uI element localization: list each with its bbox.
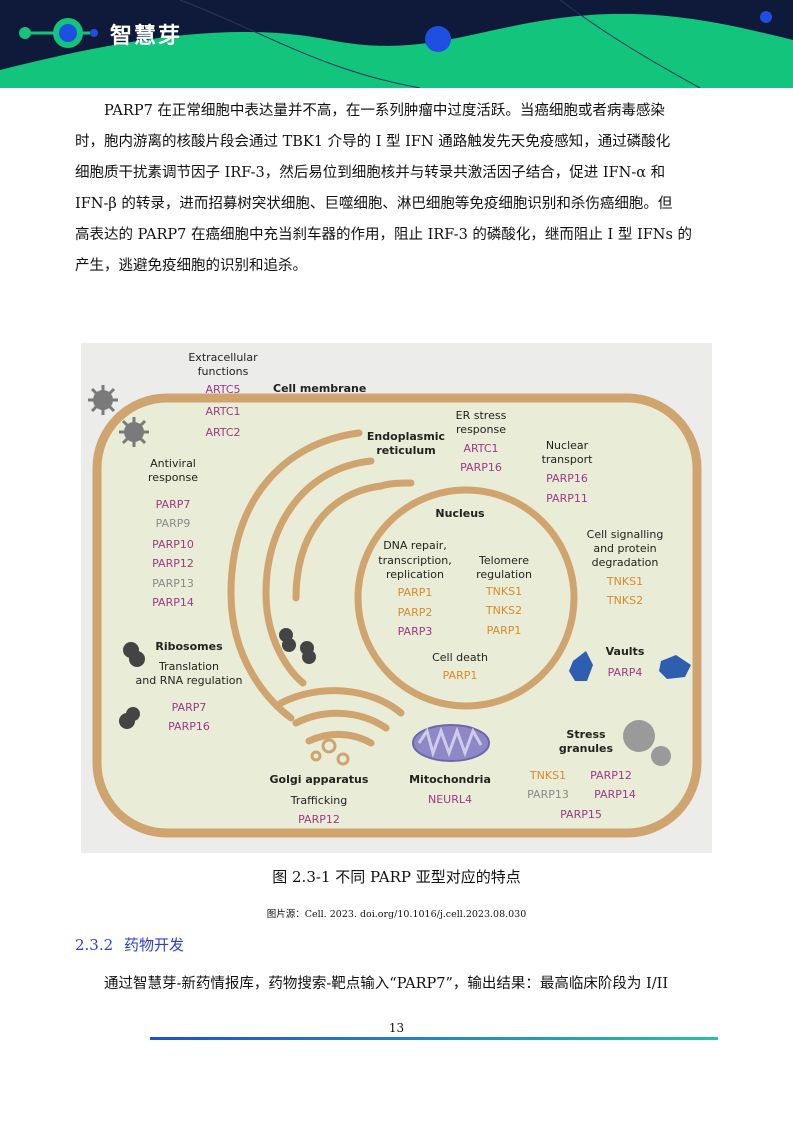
stress-granules-item: PARP14 <box>594 788 636 801</box>
golgi-vesicles <box>310 738 350 766</box>
parp-diagram: Extracellular functions ARTC5 ARTC1 ARTC… <box>88 351 702 838</box>
er-stress-item: PARP16 <box>460 461 502 474</box>
antiviral-item: PARP14 <box>152 596 194 609</box>
er-title-1: Endoplasmic <box>367 430 445 443</box>
er-stress-title-2: response <box>456 423 506 436</box>
er-stress-title-1: ER stress <box>456 409 507 422</box>
stress-granules-title-2: granules <box>559 742 614 755</box>
dna-repair-item: PARP1 <box>398 586 433 599</box>
header-banner: 智慧芽 <box>0 0 793 88</box>
virus-icon <box>88 385 149 447</box>
antiviral-title-1: Antiviral <box>150 457 196 470</box>
antiviral-title-2: response <box>148 471 198 484</box>
blue-dot-large <box>425 26 451 52</box>
figure-source: 图片源：Cell. 2023. doi.org/10.1016/j.cell.2… <box>266 909 527 920</box>
ribosomes-sub-1: Translation <box>158 660 219 673</box>
mitochondria-title: Mitochondria <box>409 773 491 786</box>
nucleus-shape <box>354 486 578 710</box>
stress-granules-item: PARP13 <box>527 788 569 801</box>
antiviral-item: PARP12 <box>152 557 194 570</box>
footer-line <box>150 1037 718 1040</box>
line-4: IFN-β 的转录，进而招募树突状细胞、巨噬细胞、淋巴细胞等免疫细胞识别和杀伤癌… <box>75 196 673 212</box>
parp-figure: Extracellular functions ARTC5 ARTC1 ARTC… <box>81 343 712 853</box>
vaults-title: Vaults <box>606 645 645 658</box>
line-1: PARP7 在正常细胞中表达量并不高，在一系列肿瘤中过度活跃。当癌细胞或者病毒感… <box>104 103 665 119</box>
cell-death-title: Cell death <box>432 651 488 664</box>
line-3: 细胞质干扰素调节因子 IRF-3，然后易位到细胞核并与转录共激活因子结合，促进 … <box>75 165 666 181</box>
nuclear-transport-item: PARP11 <box>546 492 588 505</box>
nuclear-transport-title-2: transport <box>542 453 594 466</box>
section-title: 药物开发 <box>123 936 184 954</box>
dna-repair-title-2: transcription, <box>378 554 451 567</box>
telomere-title-1: Telomere <box>478 554 529 567</box>
golgi-title: Golgi apparatus <box>270 773 369 786</box>
blue-dot-small <box>760 11 772 23</box>
telomere-title-2: regulation <box>476 568 532 581</box>
extracellular-item: ARTC2 <box>205 426 240 439</box>
page-number: 13 <box>388 1021 405 1035</box>
stress-granule-small <box>651 746 671 766</box>
antiviral-item: PARP13 <box>152 577 194 590</box>
section-heading: 2.3.2 药物开发 <box>75 934 184 955</box>
cell-signalling-title-3: degradation <box>592 556 659 569</box>
stress-granules-item: PARP12 <box>590 769 632 782</box>
paragraph-2: 通过智慧芽-新药情报库，药物搜索-靶点输入“PARP7”，输出结果：最高临床阶段… <box>104 976 669 992</box>
telomere-item: PARP1 <box>487 624 522 637</box>
extracellular-item: ARTC5 <box>205 383 240 396</box>
nuclear-transport-title-1: Nuclear <box>546 439 589 452</box>
er-title-2: reticulum <box>376 444 435 457</box>
telomere-item: TNKS1 <box>485 585 522 598</box>
golgi-sub: Trafficking <box>290 794 347 807</box>
stress-granules-item: PARP15 <box>560 808 602 821</box>
mitochondria-item: NEURL4 <box>428 793 472 806</box>
cell-signalling-title-1: Cell signalling <box>587 528 664 541</box>
nuclear-transport-item: PARP16 <box>546 472 588 485</box>
logo-text: 智慧芽 <box>110 24 183 49</box>
ribosomes-item: PARP16 <box>168 720 210 733</box>
cell-signalling-item: TNKS1 <box>606 575 643 588</box>
section-number: 2.3.2 <box>75 936 114 954</box>
nucleus-label: Nucleus <box>435 507 485 520</box>
antiviral-item: PARP7 <box>156 498 191 511</box>
golgi-shape <box>277 687 405 747</box>
stress-granules-item: TNKS1 <box>529 769 566 782</box>
cell-membrane-label: Cell membrane <box>273 382 366 395</box>
antiviral-item: PARP9 <box>156 517 191 530</box>
vaults-item: PARP4 <box>608 666 643 679</box>
ribosomes-title: Ribosomes <box>155 640 223 653</box>
dna-repair-title-3: replication <box>386 568 444 581</box>
line-5: 高表达的 PARP7 在癌细胞中充当刹车器的作用，阻止 IRF-3 的磷酸化，继… <box>75 227 692 243</box>
ribosomes-sub-2: and RNA regulation <box>136 674 243 687</box>
body-paragraph: PARP7 在正常细胞中表达量并不高，在一系列肿瘤中过度活跃。当癌细胞或者病毒感… <box>75 96 718 282</box>
antiviral-item: PARP10 <box>152 538 194 551</box>
extracellular-item: ARTC1 <box>205 405 240 418</box>
stress-granule-large <box>623 720 655 752</box>
cell-signalling-title-2: and protein <box>593 542 656 555</box>
cell-signalling-item: TNKS2 <box>606 594 643 607</box>
line-6: 产生，逃避免疫细胞的识别和追杀。 <box>75 258 307 274</box>
line-2: 时，胞内游离的核酸片段会通过 TBK1 介导的 I 型 IFN 通路触发先天免疫… <box>75 134 671 150</box>
cell-death-item: PARP1 <box>443 669 478 682</box>
extracellular-title-2: functions <box>198 365 249 378</box>
figure-caption: 图 2.3-1 不同 PARP 亚型对应的特点 <box>272 868 521 886</box>
header-background <box>0 0 793 88</box>
extracellular-title-1: Extracellular <box>188 351 258 364</box>
telomere-item: TNKS2 <box>485 604 522 617</box>
logo-icon <box>19 18 98 48</box>
vault-icon <box>569 651 691 681</box>
er-stress-item: ARTC1 <box>463 442 498 455</box>
ribosomes-item: PARP7 <box>172 701 207 714</box>
dna-repair-item: PARP2 <box>398 606 433 619</box>
dna-repair-item: PARP3 <box>398 625 433 638</box>
dna-repair-title-1: DNA repair, <box>383 539 447 552</box>
endoplasmic-reticulum-shape <box>227 429 415 722</box>
golgi-item: PARP12 <box>298 813 340 826</box>
ribosome-dots <box>119 628 316 729</box>
mitochondria-shape <box>412 724 490 762</box>
stress-granules-title-1: Stress <box>566 728 606 741</box>
